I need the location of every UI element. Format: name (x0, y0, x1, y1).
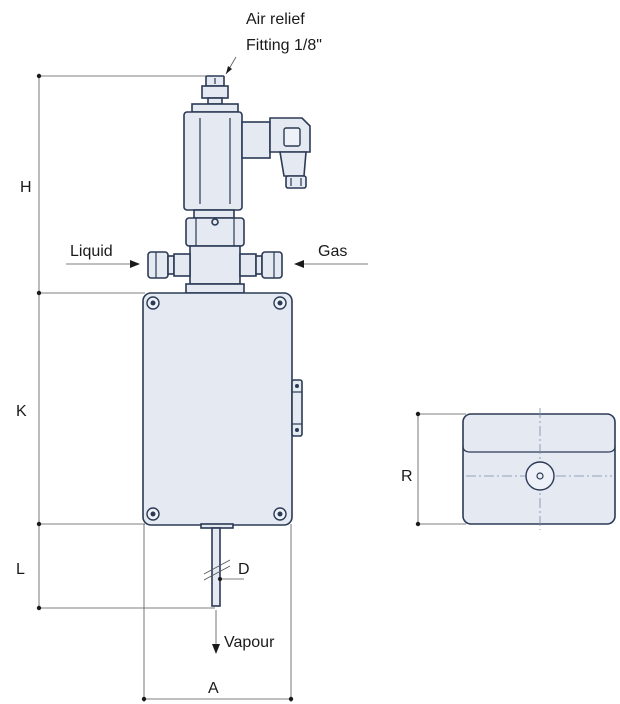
dimension-lines-vertical (36, 73, 215, 611)
dimension-label-l: L (16, 561, 25, 578)
liquid-label: Liquid (70, 243, 113, 260)
dimension-label-h: H (20, 179, 32, 196)
vapour-outlet-tube (200, 523, 244, 654)
air-relief-label-line1: Air relief (246, 11, 305, 28)
gas-label: Gas (318, 243, 347, 260)
air-relief-fitting (201, 56, 237, 105)
dimension-label-r: R (401, 468, 413, 485)
liquid-inlet-fitting (66, 251, 191, 279)
dimension-lines-a (141, 524, 294, 702)
air-relief-label-line2: Fitting 1/8" (246, 37, 322, 54)
enclosure-side-view (415, 408, 616, 530)
main-enclosure (142, 292, 303, 526)
dimension-label-d: D (238, 561, 250, 578)
corner-screw-icon (146, 296, 287, 521)
valve-body (185, 209, 245, 294)
gas-outlet-fitting (239, 251, 368, 279)
vapour-label: Vapour (224, 634, 275, 651)
solenoid-valve-head (183, 103, 311, 211)
dimension-label-k: K (16, 403, 27, 420)
dimension-label-a: A (208, 680, 219, 697)
